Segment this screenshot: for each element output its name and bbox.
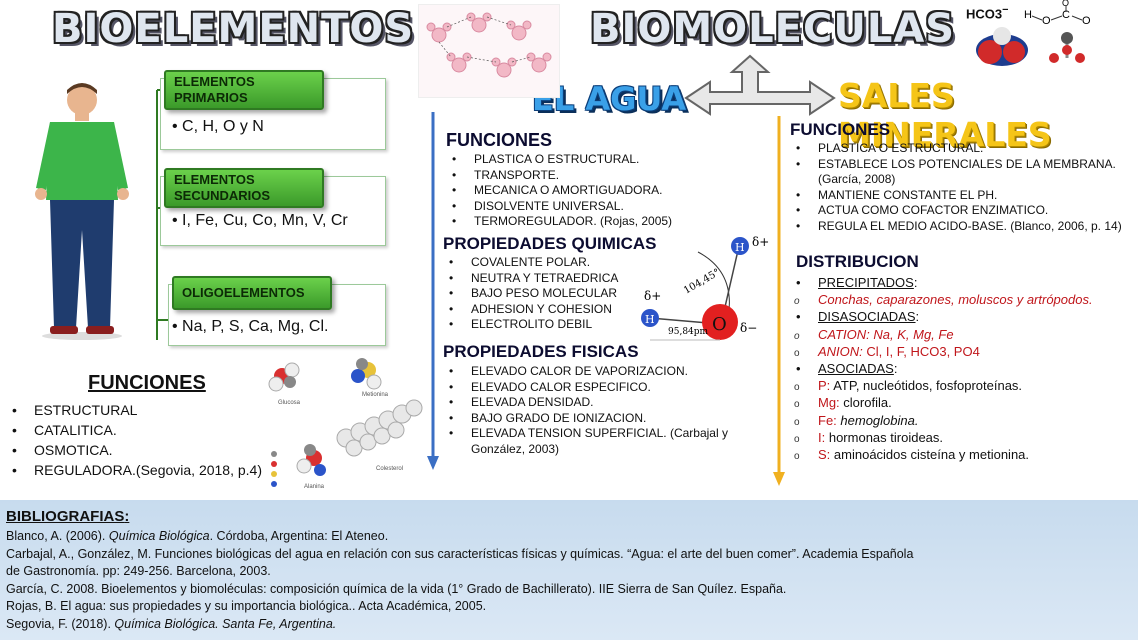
svg-text:Metionina: Metionina xyxy=(362,392,389,398)
svg-text:δ+: δ+ xyxy=(752,235,769,249)
list-item: ASOCIADAS: xyxy=(790,360,1134,377)
list-item: DISOLVENTE UNIVERSAL. xyxy=(446,199,736,215)
label-elementos-secundarios: ELEMENTOS SECUNDARIOS xyxy=(164,168,324,208)
sales-funciones-title: FUNCIONES xyxy=(790,120,891,139)
list-item: P: ATP, nucleótidos, fosfoproteínas. xyxy=(790,377,1134,396)
svg-text:104,45°: 104,45° xyxy=(682,267,722,297)
biomolecule-models-image: Glucosa Metionina Alanina Colesterol xyxy=(256,352,426,492)
sales-funciones-list: PLASTICA O ESTRUCTURAL. ESTABLECE LOS PO… xyxy=(790,141,1134,234)
list-item: DISASOCIADAS: xyxy=(790,308,1134,325)
title-bioelementos: BIOELEMENTOS xyxy=(52,6,415,52)
svg-text:δ−: δ− xyxy=(740,321,757,335)
list-item: BAJO GRADO DE IONIZACION. xyxy=(443,411,743,427)
svg-text:O: O xyxy=(1042,15,1051,27)
water-molecule-diagram: O H H δ+ δ+ δ− 104,45° 95,84pm xyxy=(636,232,772,356)
list-item: PLASTICA O ESTRUCTURAL. xyxy=(790,141,1134,157)
list-item: REGULA EL MEDIO ACIDO-BASE. (Blanco, 200… xyxy=(790,219,1134,235)
asociadas-group: ASOCIADAS: xyxy=(790,360,1134,377)
agua-vertical-arrow xyxy=(426,112,440,472)
bib-entry: Blanco, A. (2006). Química Biológica. Có… xyxy=(6,529,389,543)
bib-entry: García, C. 2008. Bioelementos y biomoléc… xyxy=(6,581,787,596)
list-item: TRANSPORTE. xyxy=(446,168,736,184)
disasociadas-sub: CATION: Na, K, Mg, Fe ANION: Cl, I, F, H… xyxy=(790,326,1134,363)
list-item: PRECIPITADOS: xyxy=(790,274,1134,291)
disasociadas-group: DISASOCIADAS: xyxy=(790,308,1134,325)
bib-entry: Segovia, F. (2018). Química Biológica. S… xyxy=(6,616,337,631)
list-item: TERMOREGULADOR. (Rojas, 2005) xyxy=(446,214,736,230)
agua-funciones-list: PLASTICA O ESTRUCTURAL. TRANSPORTE. MECA… xyxy=(446,152,736,230)
agua-fisicas-title: PROPIEDADES FISICAS xyxy=(443,342,639,361)
bioelementos-funciones-list: ESTRUCTURAL CATALITICA. OSMOTICA. REGULA… xyxy=(6,400,276,480)
list-item: ESTRUCTURAL xyxy=(6,400,276,420)
list-item: CATALITICA. xyxy=(6,420,276,440)
connector-arrows xyxy=(680,54,840,124)
person-illustration xyxy=(22,80,142,342)
svg-text:O: O xyxy=(1062,0,1069,8)
svg-text:95,84pm: 95,84pm xyxy=(668,327,709,337)
svg-text:Alanina: Alanina xyxy=(304,484,325,490)
list-item: I: hormonas tiroideas. xyxy=(790,429,1134,448)
list-item: ADHESION Y COHESION xyxy=(443,302,643,318)
bibliografia-entries: Blanco, A. (2006). Química Biológica. Có… xyxy=(6,528,1116,633)
precipitados-sub: Conchas, caparazones, moluscos y artrópo… xyxy=(790,291,1134,310)
carbonate-molecule-image: HCO3− H O C O O xyxy=(962,0,1100,72)
list-item: ESTABLECE LOS POTENCIALES DE LA MEMBRANA… xyxy=(790,157,1134,188)
list-item: COVALENTE POLAR. xyxy=(443,255,643,271)
svg-text:Colesterol: Colesterol xyxy=(376,466,403,472)
list-item: ELECTROLITO DEBIL xyxy=(443,317,643,333)
list-item: BAJO PESO MOLECULAR xyxy=(443,286,643,302)
water-molecules-image xyxy=(418,4,560,98)
list-item: Mg: clorofila. xyxy=(790,394,1134,413)
list-item: MANTIENE CONSTANTE EL PH. xyxy=(790,188,1134,204)
list-item: Conchas, caparazones, moluscos y artrópo… xyxy=(790,291,1134,310)
svg-text:H: H xyxy=(1024,9,1032,21)
sales-vertical-arrow xyxy=(772,116,786,488)
svg-text:O: O xyxy=(712,314,727,335)
svg-text:C: C xyxy=(1062,9,1070,21)
agua-funciones-title: FUNCIONES xyxy=(446,130,553,150)
formula-hco3: HCO3− xyxy=(966,4,1009,22)
list-item: Fe: hemoglobina. xyxy=(790,412,1134,431)
svg-text:H: H xyxy=(735,241,745,254)
color-legend-dots xyxy=(268,448,280,494)
label-oligoelementos: OLIGOELEMENTOS xyxy=(172,276,332,310)
list-item: NEUTRA Y TETRAEDRICA xyxy=(443,271,643,287)
list-item: ELEVADA DENSIDAD. xyxy=(443,395,743,411)
list-item: ELEVADO CALOR ESPECIFICO. xyxy=(443,380,743,396)
elements-primarios: • C, H, O y N xyxy=(172,118,264,135)
svg-text:Glucosa: Glucosa xyxy=(278,400,301,406)
agua-quimicas-title: PROPIEDADES QUIMICAS xyxy=(443,234,657,253)
label-elementos-primarios: ELEMENTOS PRIMARIOS xyxy=(164,70,324,110)
svg-text:H: H xyxy=(645,313,655,326)
list-item: REGULADORA.(Segovia, 2018, p.4) xyxy=(6,460,276,480)
sales-distribucion-title: DISTRIBUCION xyxy=(796,252,919,271)
bib-entry: Carbajal, A., González, M. Funciones bio… xyxy=(6,546,914,561)
list-item: MECANICA O AMORTIGUADORA. xyxy=(446,183,736,199)
bibliografia-title: BIBLIOGRAFIAS: xyxy=(6,508,130,525)
title-biomoleculas: BIOMOLECULAS xyxy=(590,6,956,52)
list-item: ACTUA COMO COFACTOR ENZIMATICO. xyxy=(790,203,1134,219)
precipitados-group: PRECIPITADOS: xyxy=(790,274,1134,291)
sales-distribucion-block: PRECIPITADOS: Conchas, caparazones, molu… xyxy=(790,274,1134,465)
bioelementos-funciones-title: FUNCIONES xyxy=(88,372,206,394)
list-item: ELEVADA TENSION SUPERFICIAL. (Carbajal y… xyxy=(443,426,743,457)
asociadas-sub: P: ATP, nucleótidos, fosfoproteínas. Mg:… xyxy=(790,377,1134,465)
list-item: CATION: Na, K, Mg, Fe xyxy=(790,326,1134,345)
agua-fisicas-list: ELEVADO CALOR DE VAPORIZACION. ELEVADO C… xyxy=(443,364,743,457)
svg-text:δ+: δ+ xyxy=(644,289,661,303)
bib-entry: Rojas, B. El agua: sus propiedades y su … xyxy=(6,599,487,613)
svg-text:O: O xyxy=(1082,15,1091,27)
list-item: ANION: Cl, I, F, HCO3, PO4 xyxy=(790,343,1134,362)
bibliografia-panel: BIBLIOGRAFIAS: Blanco, A. (2006). Químic… xyxy=(0,500,1138,640)
elements-oligo: • Na, P, S, Ca, Mg, Cl. xyxy=(172,318,329,335)
list-item: PLASTICA O ESTRUCTURAL. xyxy=(446,152,736,168)
list-item: S: aminoácidos cisteína y metionina. xyxy=(790,446,1134,465)
agua-quimicas-list: COVALENTE POLAR. NEUTRA Y TETRAEDRICA BA… xyxy=(443,255,643,333)
list-item: ELEVADO CALOR DE VAPORIZACION. xyxy=(443,364,743,380)
elements-secundarios: • I, Fe, Cu, Co, Mn, V, Cr xyxy=(172,212,348,229)
list-item: OSMOTICA. xyxy=(6,440,276,460)
bib-entry: de Gastronomía. pp: 249-256. Barcelona, … xyxy=(6,564,271,578)
